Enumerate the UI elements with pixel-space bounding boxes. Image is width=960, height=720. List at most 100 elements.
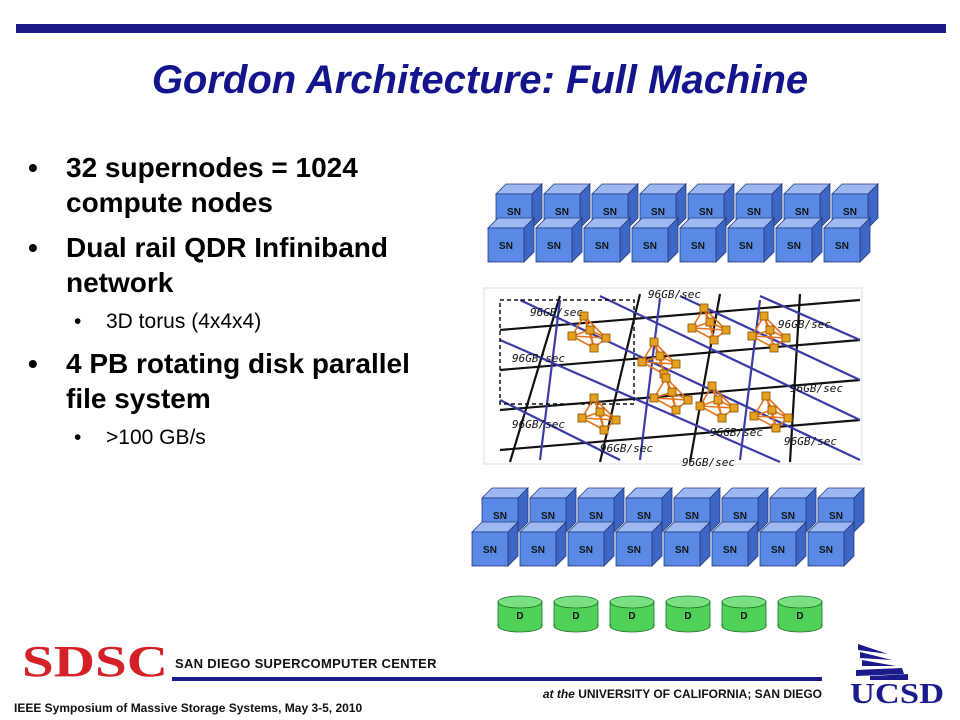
sub-bullet-torus: •3D torus (4x4x4) — [74, 310, 262, 333]
supernode-box: SN — [727, 217, 775, 263]
disk-cylinder: D — [609, 595, 655, 633]
supernode-box: SN — [711, 521, 759, 567]
supernode-label: SN — [781, 511, 795, 522]
supernode-label: SN — [685, 511, 699, 522]
supernode-label: SN — [691, 241, 705, 252]
slide-title: Gordon Architecture: Full Machine — [151, 58, 809, 102]
supernode-box: SN — [615, 521, 663, 567]
supernode-highlight-box — [499, 299, 635, 405]
supernode-box: SN — [487, 217, 535, 263]
bandwidth-label: 96GB/sec — [778, 318, 831, 331]
torus-link — [519, 299, 861, 461]
sub-bullet-bandwidth: •>100 GB/s — [74, 426, 206, 449]
bullet-list: •32 supernodes = 1024 compute nodes •Dua… — [28, 150, 458, 462]
supernode-box: SN — [807, 521, 855, 567]
university-name: UNIVERSITY OF CALIFORNIA; SAN DIEGO — [578, 687, 822, 701]
bullet-text: >100 GB/s — [106, 426, 206, 449]
supernode-label: SN — [675, 545, 689, 556]
supernode-label: SN — [819, 545, 833, 556]
supernode-label: SN — [771, 545, 785, 556]
supernode-label: SN — [651, 207, 665, 218]
torus-link — [599, 295, 861, 421]
ucsd-emblem-icon — [856, 644, 908, 680]
disk-label: D — [740, 611, 747, 622]
supernode-cluster — [749, 391, 793, 433]
supernode-label: SN — [843, 207, 857, 218]
supernode-box: SN — [679, 217, 727, 263]
torus-network-diagram: 96GB/sec 96GB/sec 96GB/sec 96GB/sec 96GB/sec… — [483, 287, 863, 469]
supernode-box: SN — [519, 521, 567, 567]
supernode-box: SN — [759, 521, 807, 567]
torus-link — [499, 338, 781, 464]
disk-label: D — [516, 611, 523, 622]
supernode-label: SN — [699, 207, 713, 218]
supernode-box: SN — [639, 183, 687, 229]
supernode-label: SN — [531, 545, 545, 556]
supernode-label: SN — [733, 511, 747, 522]
supernode-box: SN — [535, 217, 583, 263]
supernode-label: SN — [643, 241, 657, 252]
disk-label: D — [572, 611, 579, 622]
torus-link — [499, 399, 621, 461]
supernode-label: SN — [589, 511, 603, 522]
supernode-cluster — [747, 311, 791, 353]
bandwidth-label: 96GB/sec — [790, 382, 843, 395]
bullet-text: 3D torus (4x4x4) — [106, 310, 262, 333]
bandwidth-label: 96GB/sec — [710, 426, 763, 439]
top-rule — [16, 24, 946, 33]
supernode-box: SN — [663, 521, 711, 567]
supernode-label: SN — [787, 241, 801, 252]
torus-link — [638, 297, 662, 461]
supernode-label: SN — [795, 207, 809, 218]
disk-cylinder: D — [497, 595, 543, 633]
supernode-label: SN — [541, 511, 555, 522]
bullet-supernodes: •32 supernodes = 1024 compute nodes — [28, 152, 358, 218]
bullet-text: Dual rail QDR Infiniband network — [66, 232, 389, 298]
supernode-label: SN — [637, 511, 651, 522]
supernode-label: SN — [579, 545, 593, 556]
disk-label: D — [684, 611, 691, 622]
bandwidth-label: 96GB/sec — [512, 418, 565, 431]
supernode-cluster — [649, 373, 693, 415]
supernode-label: SN — [483, 545, 497, 556]
disk-cylinder: D — [721, 595, 767, 633]
bullet-disk: •4 PB rotating disk parallel file system — [28, 348, 410, 414]
supernode-label: SN — [835, 241, 849, 252]
bullet-text: 4 PB rotating disk parallel file system — [66, 348, 410, 414]
supernode-label: SN — [739, 241, 753, 252]
center-name: SAN DIEGO SUPERCOMPUTER CENTER — [175, 656, 437, 671]
sdsc-logo-text: SDSC — [22, 640, 168, 682]
bandwidth-label: 96GB/sec — [784, 435, 837, 448]
torus-link — [679, 295, 861, 381]
university-prefix: at the — [542, 687, 575, 701]
supernode-label: SN — [555, 207, 569, 218]
bandwidth-label: 96GB/sec — [530, 306, 583, 319]
supernode-cluster — [567, 311, 611, 353]
ucsd-logo: UCSD — [850, 644, 944, 706]
supernode-cluster — [577, 393, 621, 435]
bandwidth-label: 96GB/sec — [648, 288, 701, 301]
torus-link — [788, 293, 802, 463]
torus-link — [499, 298, 861, 332]
torus-link — [499, 378, 861, 412]
disk-cylinder: D — [665, 595, 711, 633]
disk-label: D — [796, 611, 803, 622]
bandwidth-label: 96GB/sec — [600, 442, 653, 455]
university-line: at the UNIVERSITY OF CALIFORNIA; SAN DIE… — [480, 687, 822, 701]
supernode-box: SN — [471, 521, 519, 567]
supernode-label: SN — [595, 241, 609, 252]
sdsc-logo: SDSC — [22, 640, 168, 682]
supernode-label: SN — [603, 207, 617, 218]
bandwidth-label: 96GB/sec — [512, 352, 565, 365]
torus-link — [499, 418, 861, 452]
supernode-box: SN — [775, 217, 823, 263]
supernode-label: SN — [747, 207, 761, 218]
torus-link — [738, 299, 762, 461]
supernode-label: SN — [507, 207, 521, 218]
disk-cylinder: D — [777, 595, 823, 633]
supernode-label: SN — [493, 511, 507, 522]
